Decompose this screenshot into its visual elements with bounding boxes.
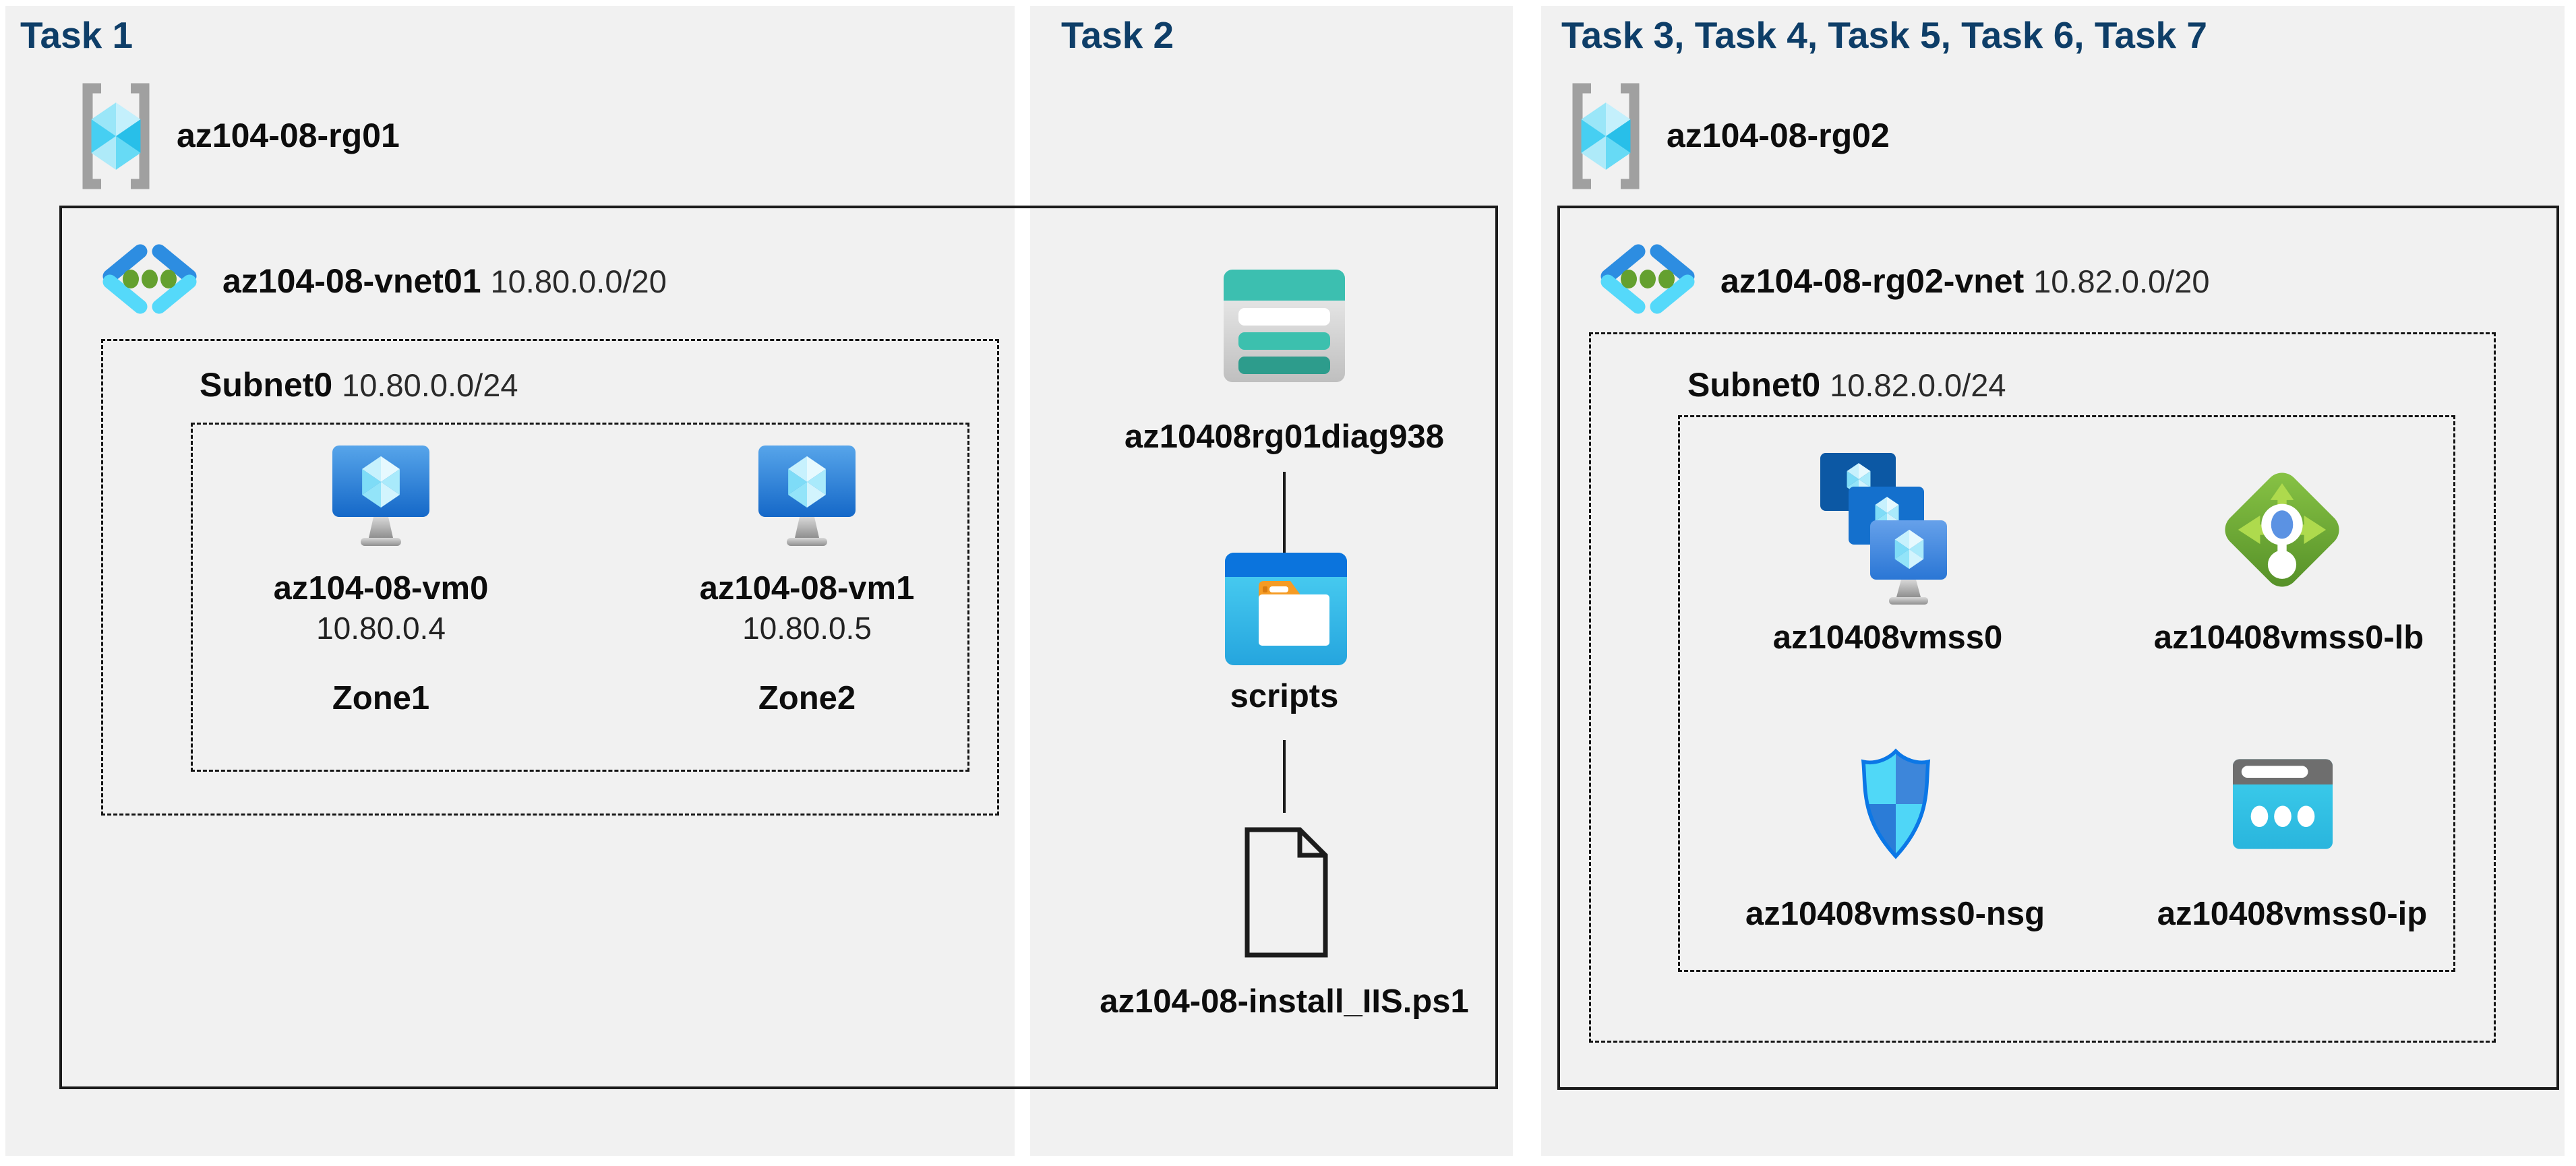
vm-ip: 10.80.0.4 [316,611,446,646]
resource-group-name: az104-08-rg01 [177,117,400,154]
storage-account-name: az10408rg01diag938 [1125,419,1444,455]
subnet2-label: Subnet0 10.82.0.0/24 [1687,365,2006,404]
resource-group-icon [76,82,156,190]
blob-container-icon [1225,553,1347,665]
nsg-name: az10408vmss0-nsg [1745,896,2045,932]
resource-group-name: az104-08-rg02 [1667,117,1890,154]
subnet1-label: Subnet0 10.80.0.0/24 [200,365,518,404]
vm-name: az104-08-vm0 [273,570,489,607]
connector-line [1283,740,1286,813]
vnet-cidr: 10.82.0.0/20 [2033,264,2210,299]
vnet-label: az104-08-rg02-vnet 10.82.0.0/20 [1720,262,2210,301]
vm-ip: 10.80.0.5 [742,611,872,646]
task1-panel [5,6,1015,1156]
connector-line [1283,472,1286,558]
virtual-network-icon [1596,241,1699,317]
vnet-label: az104-08-vnet01 10.80.0.0/20 [222,262,667,301]
subnet1-boundary [101,339,999,816]
subnet2-boundary [1589,332,2496,1043]
container-name: scripts [1230,678,1339,714]
virtual-machine-icon [756,443,858,550]
vnet1-boundary [59,206,1498,1089]
task1-title: Task 1 [20,14,133,56]
virtual-machine-icon [330,443,431,550]
subnet-name: Subnet0 [1687,366,1821,404]
subnet-name: Subnet0 [200,366,333,404]
task2-title: Task 2 [1061,14,1174,56]
script-file-icon [1244,826,1329,958]
script-file-name: az104-08-install_IIS.ps1 [1100,983,1469,1020]
vm-zones-boundary [191,423,969,772]
network-security-group-icon [1855,743,1936,865]
vnet-name: az104-08-rg02-vnet [1720,262,2025,300]
vnet-cidr: 10.80.0.0/20 [490,264,667,299]
task3-panel [1541,6,2565,1156]
vm-zone: Zone2 [758,680,856,716]
vm-name: az104-08-vm1 [699,570,915,607]
storage-account-icon [1224,270,1345,382]
subnet-cidr: 10.82.0.0/24 [1830,367,2006,403]
load-balancer-name: az10408vmss0-lb [2153,619,2424,656]
virtual-network-icon [98,241,201,317]
public-ip-icon [2233,759,2333,849]
task3-title: Task 3, Task 4, Task 5, Task 6, Task 7 [1561,14,2207,56]
vmss-name: az10408vmss0 [1772,619,2003,656]
vm-scale-set-icon [1815,448,1953,606]
vnet2-boundary [1557,206,2559,1090]
public-ip-name: az10408vmss0-ip [2157,896,2428,932]
resource-group-icon [1565,82,1646,190]
load-balancer-icon [2217,468,2347,592]
vm-zone: Zone1 [332,680,430,716]
vmss-resources-boundary [1678,415,2455,972]
vnet-name: az104-08-vnet01 [222,262,481,300]
subnet-cidr: 10.80.0.0/24 [342,367,518,403]
